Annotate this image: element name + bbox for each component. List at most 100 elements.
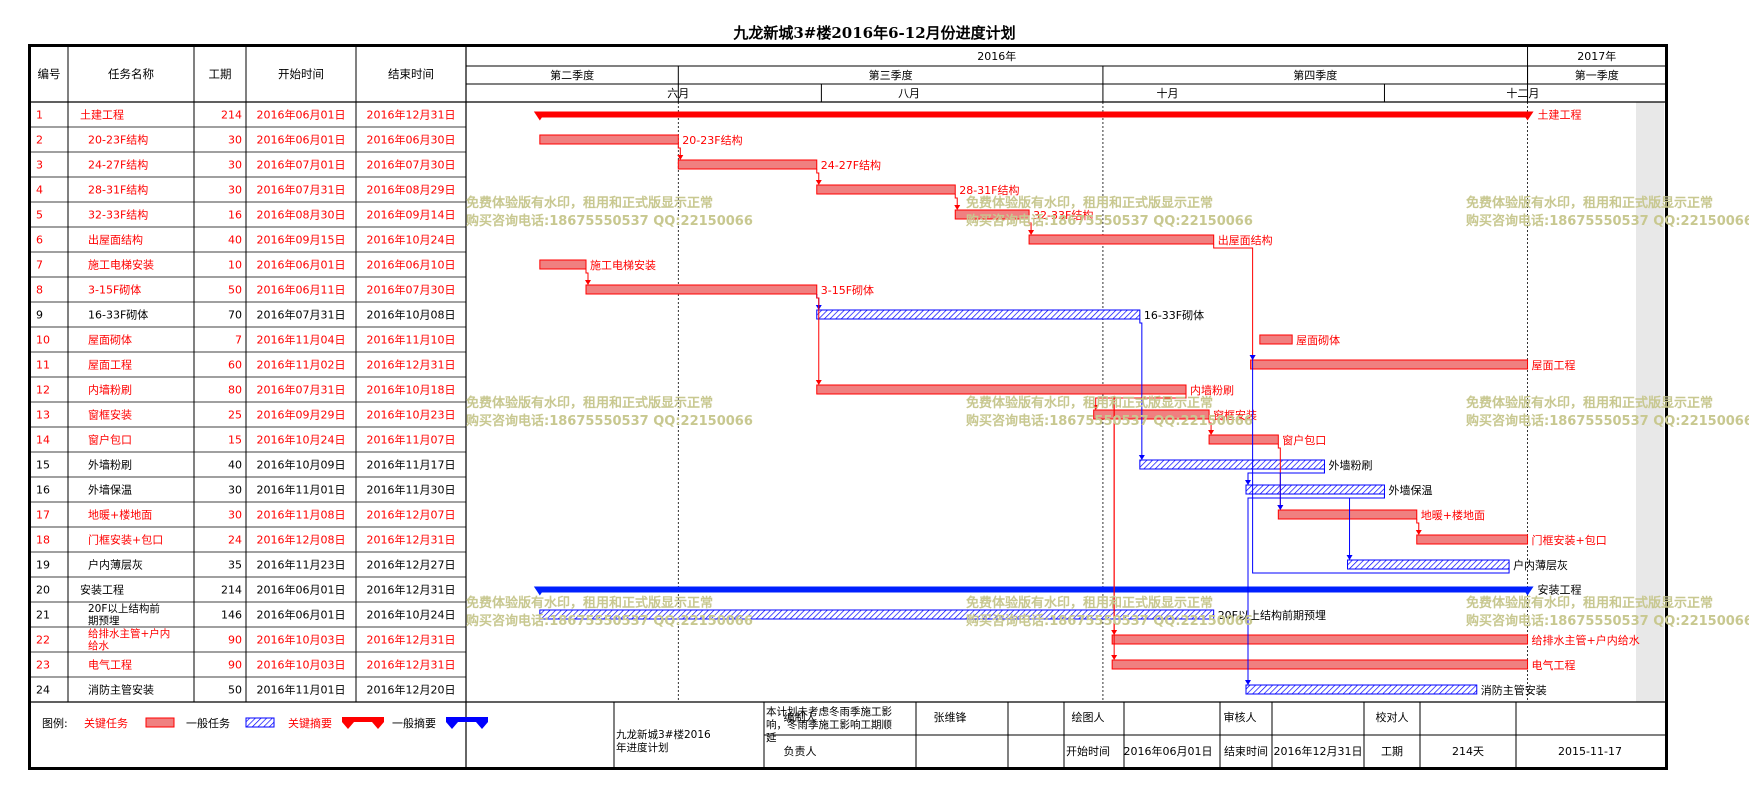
task-end: 2016年11月30日: [367, 483, 456, 497]
dependency-arrowhead: [677, 155, 684, 160]
summary-end-marker: [1521, 586, 1534, 596]
dependency-arrowhead: [954, 205, 961, 210]
month-label: 十月: [1157, 86, 1179, 100]
summary-start-marker: [533, 586, 546, 596]
compiler-label: 编制人: [784, 710, 817, 724]
task-start: 2016年09月15日: [257, 233, 346, 247]
task-bar-critical: [539, 134, 679, 145]
task-end: 2016年12月31日: [367, 358, 456, 372]
task-start: 2016年11月02日: [257, 358, 346, 372]
task-id: 4: [36, 184, 43, 197]
watermark-line2: 购买咨询电话:18675550537 QQ:22150066: [466, 413, 753, 429]
bar-label: 20F以上结构前期预埋: [1218, 608, 1326, 622]
dependency-link: [816, 294, 820, 384]
dependency-link: [585, 269, 589, 284]
task-id: 19: [36, 559, 50, 572]
watermark-line2: 购买咨询电话:18675550537 QQ:22150066: [966, 213, 1253, 229]
col-end-header: 结束时间: [388, 67, 434, 81]
task-end: 2016年11月10日: [367, 333, 456, 347]
task-name: 20-23F结构: [88, 133, 148, 147]
task-bar-critical: [585, 284, 818, 295]
task-bar-normal: [816, 309, 1141, 320]
task-bar-critical: [539, 259, 587, 270]
bar-label: 外墙保温: [1388, 483, 1432, 497]
task-start: 2016年06月01日: [257, 608, 346, 622]
task-start: 2016年07月01日: [257, 158, 346, 172]
summary-label: 安装工程: [1538, 583, 1582, 597]
duration-value: 214天: [1452, 745, 1484, 758]
bar-label: 消防主管安装: [1481, 683, 1547, 697]
task-duration: 16: [228, 209, 242, 222]
checker-label: 校对人: [1376, 710, 1409, 724]
col-duration-header: 工期: [209, 67, 232, 81]
month-label: 八月: [898, 87, 920, 100]
task-start: 2016年10月03日: [257, 633, 346, 647]
task-id: 12: [36, 384, 50, 397]
year-2016-label: 2016年: [977, 49, 1016, 63]
task-bar-critical: [1250, 359, 1529, 370]
task-bar-normal: [1139, 459, 1325, 470]
bar-label: 地暖+楼地面: [1421, 508, 1485, 522]
legend-normal-summary-label: 一般摘要: [392, 716, 436, 730]
task-start: 2016年11月01日: [257, 683, 346, 697]
dependency-arrowhead: [815, 180, 822, 185]
task-bar-normal: [1245, 684, 1478, 695]
quarter-label: 第四季度: [1293, 68, 1337, 82]
task-name: 施工电梯安装: [88, 258, 154, 272]
dependency-arrowhead: [1111, 655, 1118, 660]
watermark-line2: 购买咨询电话:18675550537 QQ:22150066: [1466, 613, 1749, 629]
legend-normal-task-swatch: [245, 717, 275, 728]
gantt-frame: [28, 44, 1668, 770]
dependency-link: [677, 144, 681, 159]
task-bar-critical: [816, 384, 1187, 395]
bar-label: 施工电梯安装: [590, 258, 656, 272]
dependency-arrowhead: [1346, 555, 1353, 560]
task-end: 2016年10月23日: [367, 408, 456, 422]
watermark-line2: 购买咨询电话:18675550537 QQ:22150066: [466, 613, 753, 629]
dependency-arrowhead: [1249, 355, 1256, 360]
summary-end-marker: [1521, 111, 1534, 121]
watermark-line1: 免费体验版有水印，租用和正式版显示正常: [1466, 395, 1713, 411]
task-start: 2016年07月31日: [257, 308, 346, 322]
task-start: 2016年07月31日: [257, 183, 346, 197]
task-start: 2016年12月08日: [257, 533, 346, 547]
duration-label: 工期: [1381, 745, 1403, 758]
summary-bar: [539, 111, 1528, 118]
dependency-link: [1247, 469, 1325, 484]
task-duration: 50: [228, 684, 242, 697]
watermark-line1: 免费体验版有水印，租用和正式版显示正常: [466, 395, 713, 411]
task-start: 2016年10月24日: [257, 433, 346, 447]
bar-label: 28-31F结构: [959, 183, 1019, 197]
watermark-line2: 购买咨询电话:18675550537 QQ:22150066: [1466, 213, 1749, 229]
task-id: 17: [36, 509, 50, 522]
task-id: 23: [36, 659, 50, 672]
task-name: 出屋面结构: [88, 233, 143, 247]
task-name: 24-27F结构: [88, 158, 148, 172]
end-value: 2016年12月31日: [1274, 744, 1363, 758]
task-duration: 146: [221, 609, 242, 622]
task-end: 2016年11月07日: [367, 433, 456, 447]
bar-label: 出屋面结构: [1218, 233, 1273, 247]
dependency-arrowhead: [585, 280, 591, 285]
task-duration: 214: [221, 109, 242, 122]
bar-label: 外墙粉刷: [1328, 458, 1372, 472]
task-name: 窗户包口: [88, 433, 132, 447]
task-name: 安装工程: [80, 583, 124, 597]
task-end: 2016年10月08日: [367, 308, 456, 322]
task-bar-critical: [954, 209, 1030, 220]
task-name: 20F以上结构前: [88, 602, 160, 615]
month-label: 十二月: [1506, 86, 1539, 100]
task-duration: 30: [228, 159, 242, 172]
task-duration: 25: [228, 409, 242, 422]
legend-critical-summary-swatch: [342, 717, 384, 729]
task-id: 8: [36, 284, 43, 297]
task-duration: 70: [228, 309, 242, 322]
task-duration: 40: [228, 459, 242, 472]
dependency-link: [1279, 469, 1325, 509]
watermark-line1: 免费体验版有水印，租用和正式版显示正常: [466, 595, 713, 611]
watermark-line2: 购买咨询电话:18675550537 QQ:22150066: [1466, 413, 1749, 429]
task-end: 2016年08月29日: [367, 183, 456, 197]
task-id: 3: [36, 159, 43, 172]
watermark-line1: 免费体验版有水印，租用和正式版显示正常: [1466, 195, 1713, 211]
bar-label: 24-27F结构: [821, 158, 881, 172]
